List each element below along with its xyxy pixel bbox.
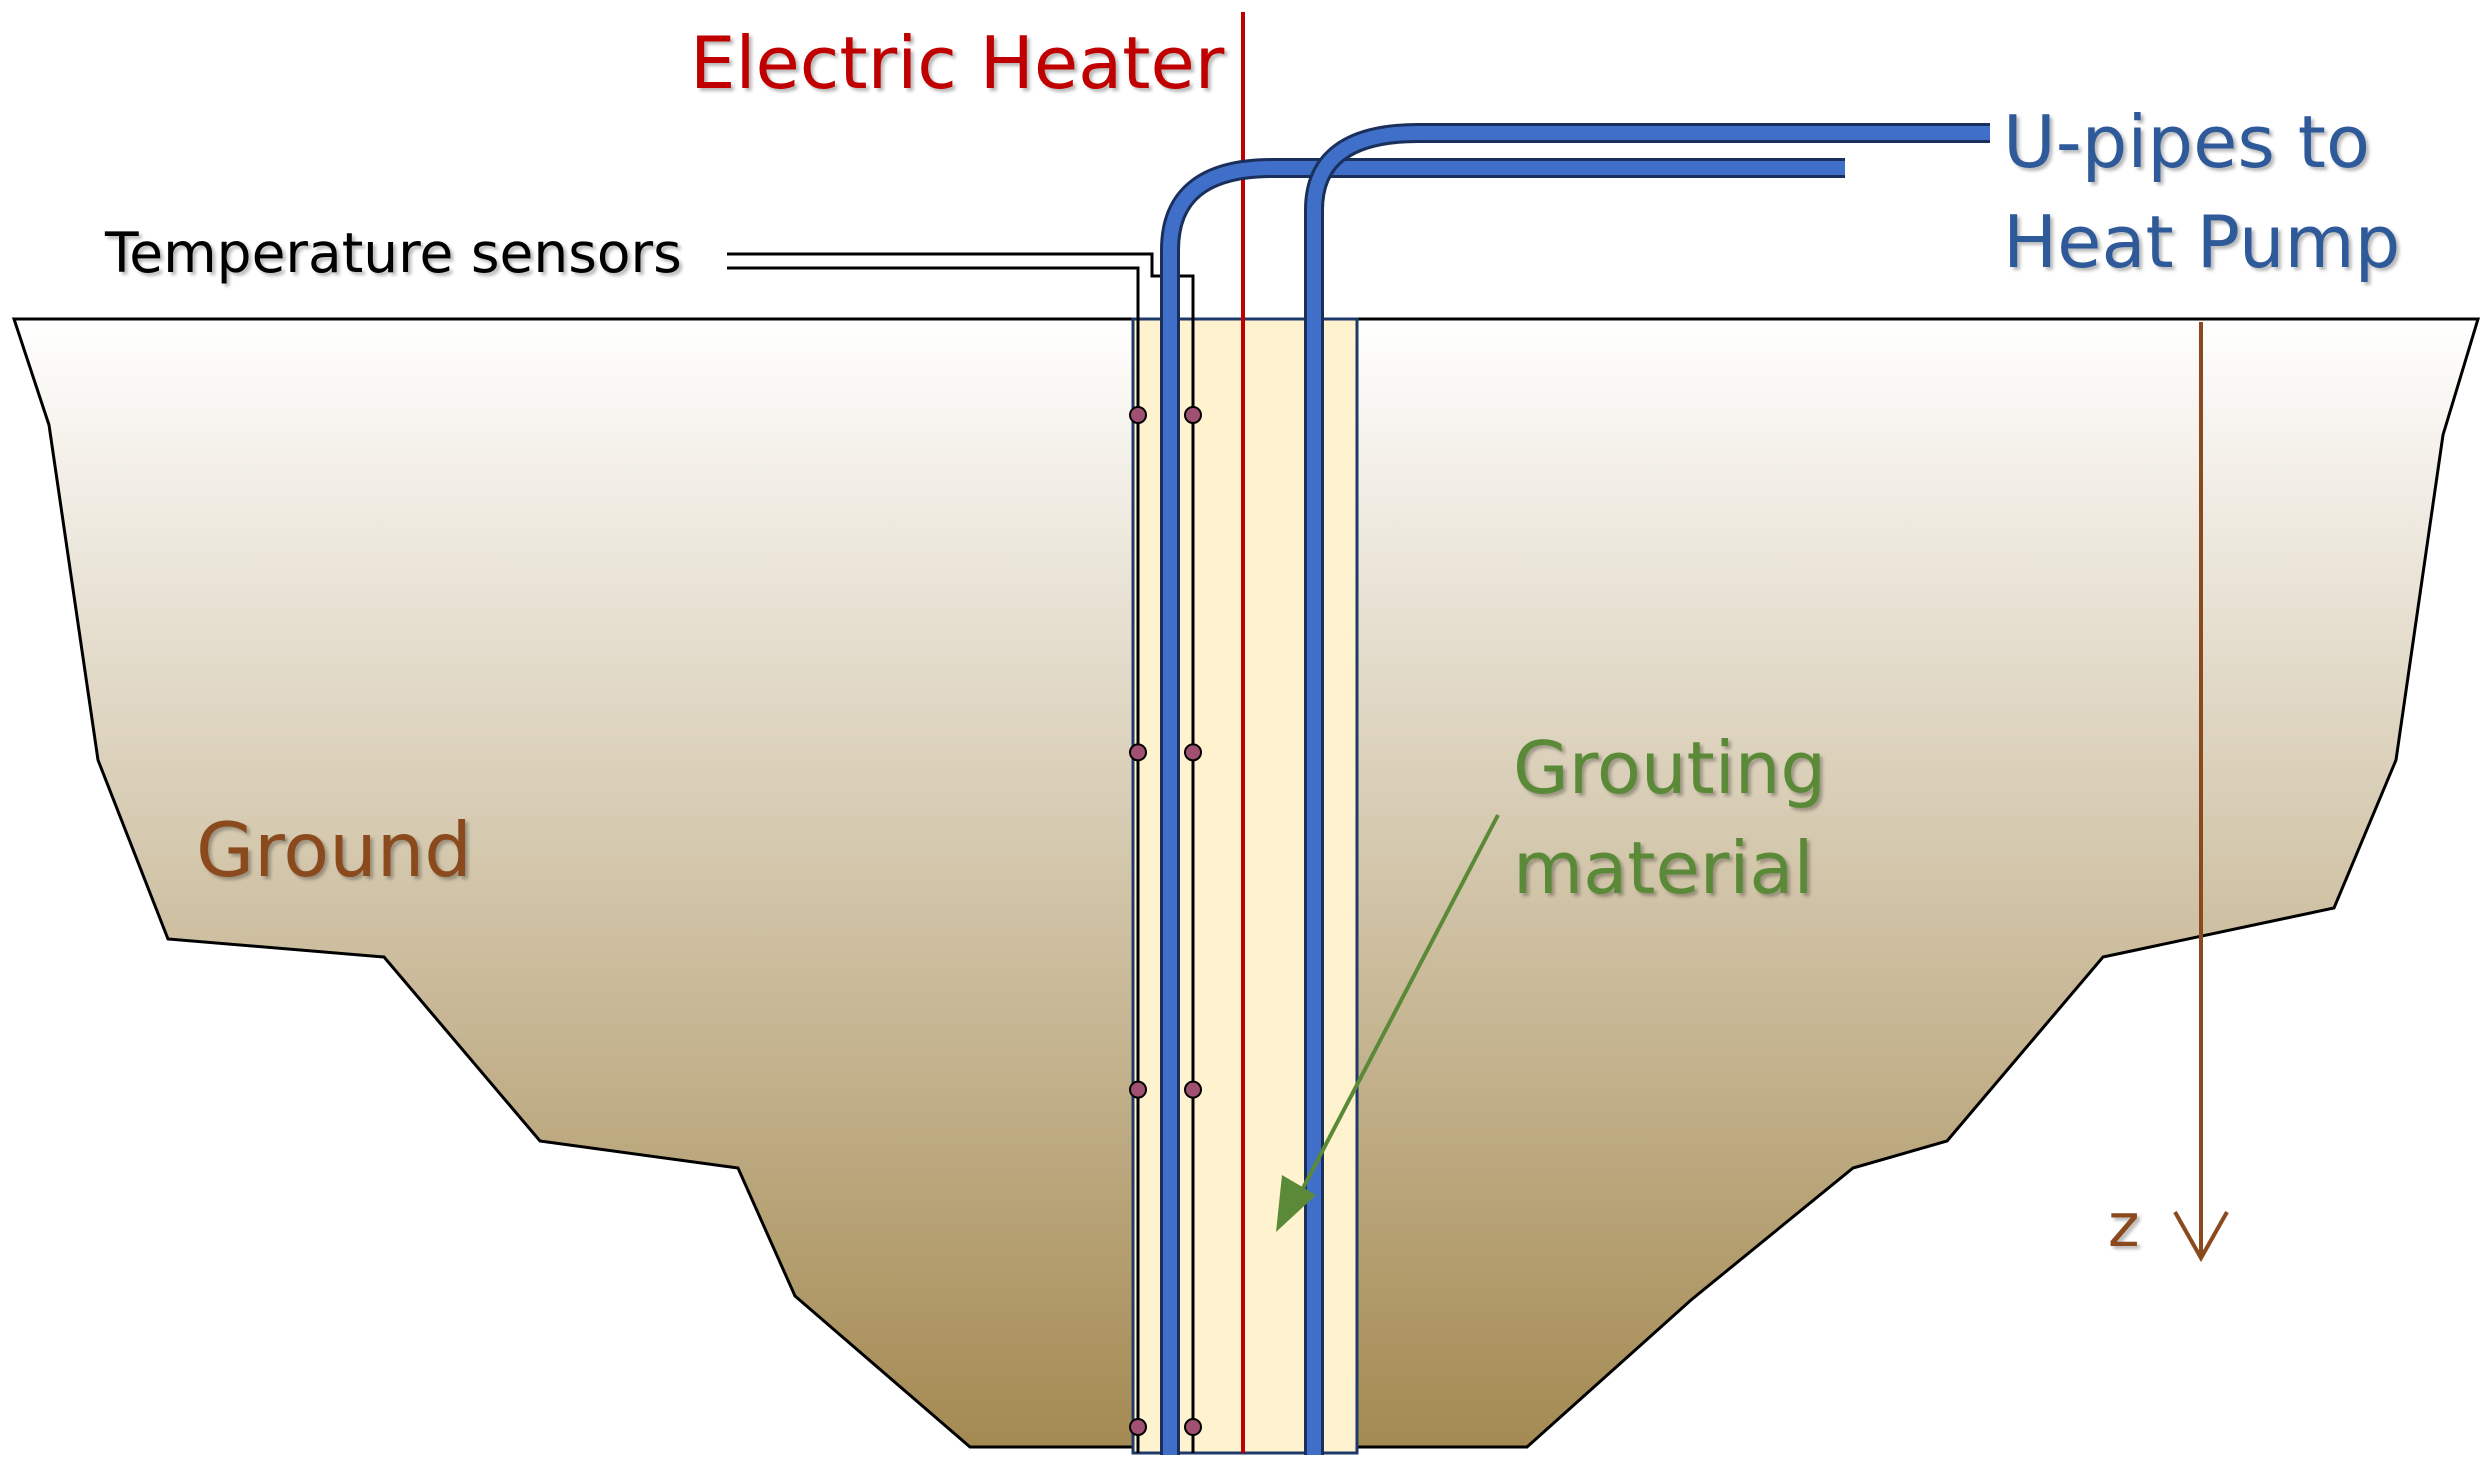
grouting-arrow xyxy=(1276,814,1500,1232)
grouting-label-line1: Grouting xyxy=(1513,726,1827,810)
temperature-sensor-dot xyxy=(1129,743,1147,762)
temperature-sensor-dot xyxy=(1184,1418,1202,1436)
temperature-sensor-dot xyxy=(1184,743,1202,762)
u-pipes-label-line2: Heat Pump xyxy=(2003,200,2401,284)
u-pipes-label-line1: U-pipes to xyxy=(2003,100,2371,184)
u-pipes-label: U-pipes to Heat Pump xyxy=(2003,92,2400,292)
sensor-cables xyxy=(727,252,1195,1453)
temperature-sensors xyxy=(1129,406,1202,1436)
u-pipes xyxy=(1160,123,1990,1455)
depth-axis-label: z xyxy=(2108,1191,2140,1261)
temperature-sensor-dot xyxy=(1129,1418,1147,1436)
temperature-sensors-label: Temperature sensors xyxy=(105,221,682,285)
temperature-sensor-dot xyxy=(1184,1080,1202,1099)
ground-label: Ground xyxy=(196,806,472,894)
electric-heater-label: Electric Heater xyxy=(690,21,1225,105)
grouting-label-line2: material xyxy=(1513,826,1814,910)
depth-axis-arrow xyxy=(2173,322,2229,1263)
grouting-material-label: Grouting material xyxy=(1513,718,1826,918)
temperature-sensor-dot xyxy=(1184,406,1202,424)
temperature-sensor-dot xyxy=(1129,1080,1147,1099)
temperature-sensor-dot xyxy=(1129,406,1147,424)
